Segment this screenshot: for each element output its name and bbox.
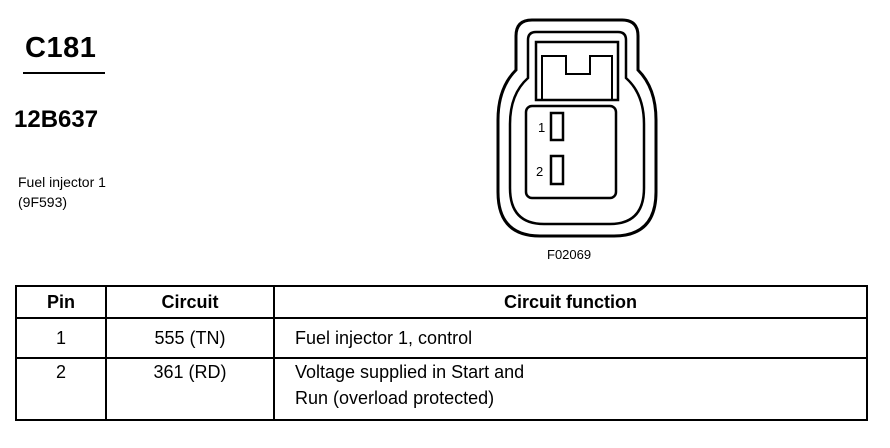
function-line: Voltage supplied in Start and <box>295 362 525 382</box>
cell-pin: 1 <box>15 317 107 359</box>
cell-circuit-function: Fuel injector 1, control <box>273 317 868 359</box>
part-number: 12B637 <box>14 106 99 133</box>
cell-circuit-function: Voltage supplied in Start and Run (overl… <box>273 357 868 421</box>
header-circuit-function: Circuit function <box>273 285 868 319</box>
cell-circuit: 555 (TN) <box>105 317 275 359</box>
table-row: 2 361 (RD) Voltage supplied in Start and… <box>15 357 868 421</box>
locking-tab-notch <box>541 55 613 101</box>
table-row: 1 555 (TN) Fuel injector 1, control <box>15 317 868 359</box>
cell-circuit: 361 (RD) <box>105 357 275 421</box>
header-circuit: Circuit <box>105 285 275 319</box>
locking-tab <box>534 40 620 102</box>
connector-id: C181 <box>25 32 97 64</box>
component-code: (9F593) <box>18 194 68 210</box>
connector-id-underline <box>23 72 105 74</box>
function-line: Fuel injector 1, control <box>295 328 473 348</box>
connector-face-diagram: 1 2 <box>496 18 658 238</box>
table-header-row: Pin Circuit Circuit function <box>15 285 868 319</box>
connector-inner-housing <box>508 30 646 226</box>
component-name: Fuel injector 1 <box>18 174 106 190</box>
pinout-table: Pin Circuit Circuit function 1 555 (TN) … <box>15 285 868 421</box>
terminal-1-slot <box>549 111 565 142</box>
pin-label-1: 1 <box>538 120 545 135</box>
connector-outer-housing <box>496 18 658 238</box>
cell-pin: 2 <box>15 357 107 421</box>
function-line: Run (overload protected) <box>295 388 495 408</box>
header-pin: Pin <box>15 285 107 319</box>
terminal-block <box>524 104 618 200</box>
pin-label-2: 2 <box>536 164 543 179</box>
figure-id: F02069 <box>547 247 592 262</box>
terminal-2-slot <box>549 154 565 186</box>
